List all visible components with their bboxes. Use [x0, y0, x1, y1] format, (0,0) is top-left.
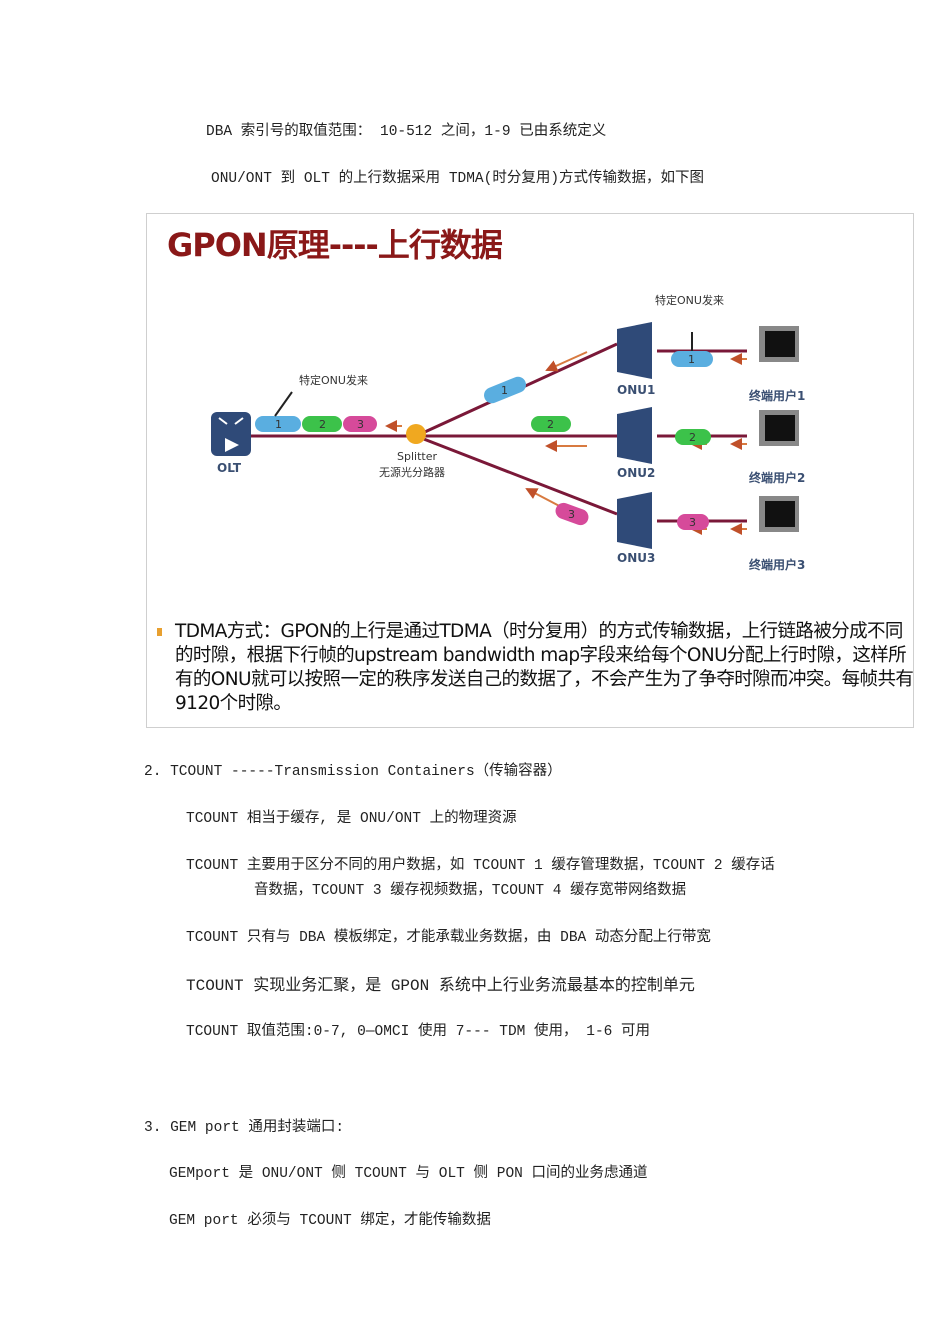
gem-heading: 3. GEM port 通用封装端口: — [144, 1120, 345, 1136]
svg-text:2: 2 — [547, 418, 554, 431]
tcount-item: 音数据，TCOUNT 3 缓存视频数据，TCOUNT 4 缓存宽带网络数据 — [254, 883, 687, 899]
olt-device-icon — [211, 412, 251, 456]
user1-label: 终端用户1 — [749, 388, 805, 403]
svg-text:1: 1 — [501, 384, 508, 397]
onu1-label: ONU1 — [617, 383, 655, 397]
splitter-icon — [406, 424, 426, 444]
from-onu-label-olt: 特定ONU发来 — [299, 373, 368, 387]
from-onu-label-onu: 特定ONU发来 — [655, 293, 724, 307]
svg-text:3: 3 — [357, 418, 364, 431]
gem-item: GEM port 必须与 TCOUNT 绑定，才能传输数据 — [169, 1213, 491, 1229]
svg-text:1: 1 — [275, 418, 282, 431]
onu-devices-icon — [617, 322, 652, 549]
caption-text: TDMA方式：GPON的上行是通过TDMA（时分复用）的方式传输数据，上行链路被… — [175, 621, 914, 714]
tcount-item: TCOUNT 实现业务汇聚，是 GPON 系统中上行业务流最基本的控制单元 — [186, 977, 695, 995]
splitter-label: Splitter — [397, 450, 437, 463]
tcount-item: TCOUNT 主要用于区分不同的用户数据，如 TCOUNT 1 缓存管理数据，T… — [186, 858, 775, 874]
gpon-diagram: OLT 1 2 3 特定ONU发来 Splitter 无源光分路器 1 2 3 — [211, 293, 805, 572]
svg-text:2: 2 — [319, 418, 326, 431]
gpon-upstream-figure: GPON原理----上行数据 — [146, 213, 914, 728]
fiber-packets: 1 2 3 — [484, 376, 589, 526]
fiber-lines — [231, 342, 747, 523]
splitter-cn-label: 无源光分路器 — [379, 465, 445, 479]
svg-text:3: 3 — [689, 516, 696, 529]
svg-text:3: 3 — [568, 508, 575, 521]
tcount-item: TCOUNT 相当于缓存, 是 ONU/ONT 上的物理资源 — [186, 811, 517, 827]
user2-label: 终端用户2 — [749, 470, 805, 485]
olt-packet-queue: 1 2 3 — [255, 391, 377, 432]
upstream-text: ONU/ONT 到 OLT 的上行数据采用 TDMA(时分复用)方式传输数据，如… — [211, 171, 705, 187]
figure-caption: TDMA方式：GPON的上行是通过TDMA（时分复用）的方式传输数据，上行链路被… — [157, 620, 914, 714]
dba-range-text: DBA 索引号的取值范围： 10-512 之间，1-9 已由系统定义 — [206, 124, 607, 140]
olt-label: OLT — [217, 461, 242, 475]
bullet-icon — [157, 628, 162, 636]
tcount-heading: 2. TCOUNT -----Transmission Containers（传… — [144, 764, 562, 780]
tcount-item: TCOUNT 只有与 DBA 模板绑定，才能承载业务数据，由 DBA 动态分配上… — [186, 930, 711, 946]
tcount-item: TCOUNT 取值范围:0-7, 0—OMCI 使用 7--- TDM 使用， … — [186, 1024, 651, 1040]
onu3-label: ONU3 — [617, 551, 655, 565]
computer-icons — [759, 326, 799, 532]
gem-item: GEMport 是 ONU/ONT 侧 TCOUNT 与 OLT 侧 PON 口… — [169, 1166, 648, 1182]
svg-text:1: 1 — [688, 353, 695, 366]
user3-label: 终端用户3 — [749, 557, 805, 572]
figure-title: GPON原理----上行数据 — [167, 226, 503, 264]
svg-text:2: 2 — [689, 431, 696, 444]
onu2-label: ONU2 — [617, 466, 655, 480]
